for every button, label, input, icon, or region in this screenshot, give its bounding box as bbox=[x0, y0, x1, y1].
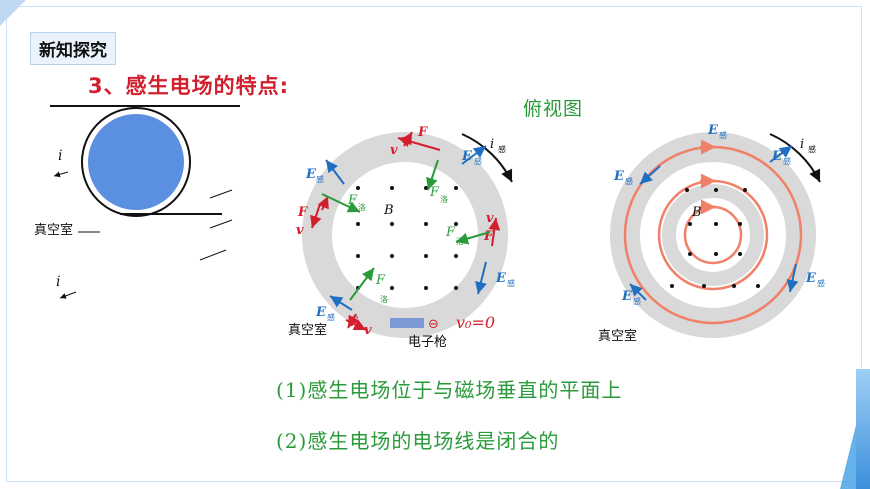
F-label-right: F bbox=[483, 229, 494, 244]
F-label-bottom: F bbox=[347, 315, 358, 330]
slide-frame bbox=[6, 6, 862, 482]
F-label-left: F bbox=[297, 205, 308, 220]
B-label-middle: B bbox=[383, 203, 394, 218]
svg-text:感: 感 bbox=[633, 296, 641, 306]
section-badge: 新知探究 bbox=[30, 32, 116, 65]
svg-text:感: 感 bbox=[327, 312, 335, 322]
vacuum-chamber-label-right: 真空室 bbox=[598, 328, 637, 344]
E-label-right-3: E bbox=[771, 149, 783, 164]
induced-current-arrow-middle bbox=[461, 133, 513, 183]
v-label-right: v bbox=[486, 211, 494, 226]
corner-stripe-bottom-right bbox=[856, 369, 870, 489]
left-coil-diagram: i 真空室 i bbox=[34, 105, 240, 299]
E-label-3: E bbox=[495, 271, 507, 286]
v-label-bottom: v bbox=[364, 323, 372, 338]
i-sub-middle: 感 bbox=[498, 144, 506, 154]
vacuum-chamber-label-left: 真空室 bbox=[34, 222, 73, 238]
svg-text:洛: 洛 bbox=[456, 236, 464, 246]
i-label-middle: i bbox=[490, 137, 494, 152]
svg-text:感: 感 bbox=[316, 174, 324, 184]
E-label-right-4: E bbox=[805, 271, 817, 286]
E-label-right-1: E bbox=[707, 123, 719, 138]
current-label-i-bottom: i bbox=[56, 274, 60, 290]
E-label-right-2: E bbox=[613, 169, 625, 184]
key-point-1: (1)感生电场位于与磁场垂直的平面上 bbox=[276, 378, 623, 402]
v-label-top: v bbox=[390, 143, 398, 158]
F-lorentz-label-3: F bbox=[445, 225, 456, 240]
svg-text:洛: 洛 bbox=[380, 294, 388, 304]
key-point-2: (2)感生电场的电场线是闭合的 bbox=[276, 429, 560, 453]
electron-symbol: ⊖ bbox=[428, 317, 439, 332]
svg-text:感: 感 bbox=[474, 156, 482, 166]
svg-text:感: 感 bbox=[719, 130, 727, 140]
current-label-i: i bbox=[58, 148, 62, 164]
induced-current-arrow-right bbox=[769, 133, 821, 183]
svg-text:洛: 洛 bbox=[440, 194, 448, 204]
E-label-right-5: E bbox=[621, 289, 633, 304]
svg-text:洛: 洛 bbox=[358, 202, 366, 212]
vacuum-chamber-label-middle: 真空室 bbox=[288, 322, 327, 338]
top-view-label: 俯视图 bbox=[523, 98, 584, 120]
svg-text:感: 感 bbox=[507, 278, 515, 288]
F-lorentz-label-2: F bbox=[347, 193, 358, 208]
B-label-right: B bbox=[691, 205, 702, 220]
E-label-4: E bbox=[315, 305, 327, 320]
corner-decoration-top-left bbox=[0, 0, 26, 26]
vacuum-chamber-ring bbox=[81, 107, 191, 217]
F-label-top: F bbox=[417, 125, 428, 140]
slide-heading: 3、感生电场的特点: bbox=[88, 74, 290, 98]
F-lorentz-label-4: F bbox=[375, 273, 386, 288]
middle-top-view-diagram: B i 感 E 感 E 感 E 感 E 感 F v F v v F F v bbox=[288, 125, 515, 350]
F-lorentz-label-1: F bbox=[429, 185, 440, 200]
svg-text:感: 感 bbox=[783, 156, 791, 166]
v0-label: v₀=0 bbox=[456, 313, 495, 332]
E-label-2: E bbox=[461, 149, 473, 164]
svg-text:感: 感 bbox=[808, 144, 816, 154]
magnet-core bbox=[88, 114, 184, 210]
right-top-view-diagram: B i 感 E 感 E 感 E 感 E 感 E 感 真空室 bbox=[598, 123, 825, 344]
svg-text:感: 感 bbox=[625, 176, 633, 186]
magnetic-field-dots-right bbox=[670, 188, 760, 288]
electron-gun-label: 电子枪 bbox=[408, 334, 447, 350]
E-label-1: E bbox=[305, 167, 317, 182]
vacuum-ring-middle bbox=[302, 132, 508, 338]
svg-text:感: 感 bbox=[817, 278, 825, 288]
v-label-left: v bbox=[296, 223, 304, 238]
i-label-right: i bbox=[800, 137, 804, 152]
electron-gun bbox=[390, 318, 424, 328]
